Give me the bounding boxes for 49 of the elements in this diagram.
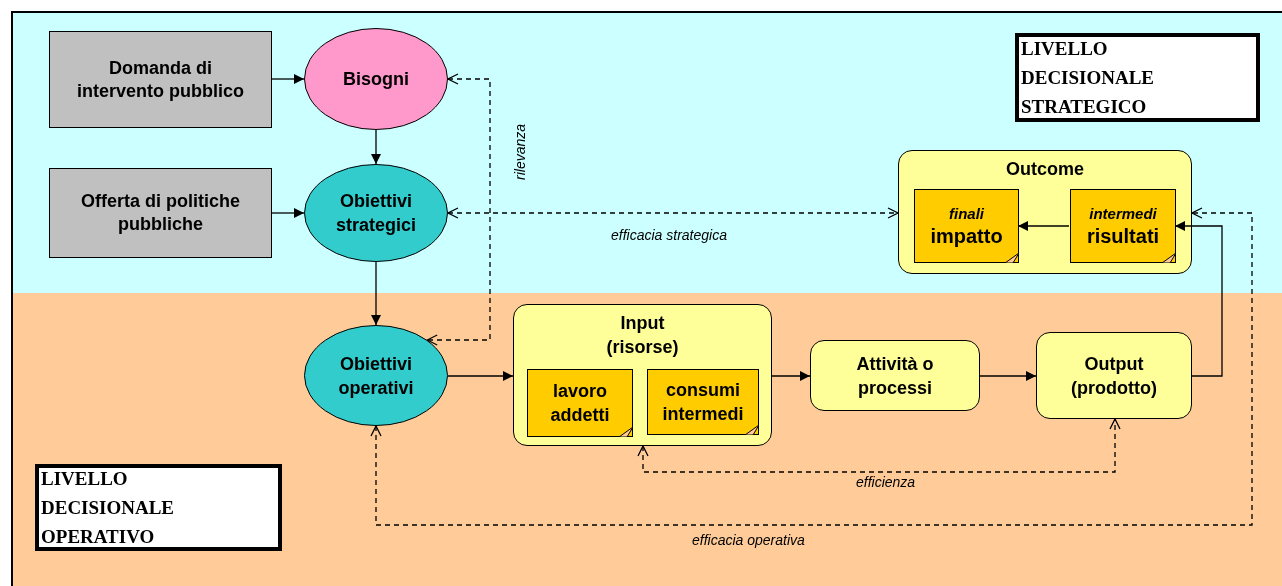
process-box [810, 340, 980, 411]
group-box [898, 150, 1192, 274]
group-title: Outcome [1006, 158, 1084, 181]
node-label: Obiettivi strategici [334, 190, 417, 237]
input-box [49, 168, 272, 258]
edge-label: efficienza [856, 474, 916, 490]
sublabel: intermedi [1089, 204, 1157, 224]
arrow [771, 371, 811, 381]
node-label: Attività o processi [855, 352, 935, 400]
node-label: Output (prodotto) [1070, 352, 1158, 400]
node-label: Obiettivi operativi [337, 352, 415, 400]
group-box [513, 304, 772, 446]
node-label: Domanda di intervento pubblico [76, 56, 245, 103]
node-label: lavoro addetti [549, 380, 611, 427]
dashed-arrow [637, 418, 1121, 473]
arrow [447, 371, 514, 381]
group-title: Input (risorse) [605, 312, 680, 359]
note-box [1070, 189, 1176, 263]
arrow [371, 129, 381, 165]
level-box [35, 464, 282, 551]
arrow [371, 261, 381, 326]
note-box [914, 189, 1019, 263]
arrow [979, 371, 1037, 381]
level-title: LIVELLO DECISIONALE STRATEGICO [1021, 37, 1156, 119]
node-label: consumi intermedi [661, 379, 745, 426]
note-box [527, 369, 633, 437]
sublabel: finali [949, 204, 984, 224]
level-box [1015, 33, 1260, 122]
note-box [647, 369, 759, 435]
process-box [1036, 332, 1192, 419]
edge-label: efficacia strategica [611, 227, 727, 243]
edge-label: efficacia operativa [692, 532, 805, 548]
dashed-arrow [370, 207, 1253, 526]
arrow [1174, 221, 1223, 377]
dashed-arrow [447, 207, 899, 219]
node-label: impatto [930, 224, 1003, 248]
arrow [271, 74, 305, 84]
level-title: LIVELLO DECISIONALE OPERATIVO [41, 467, 176, 549]
arrow [1017, 221, 1070, 231]
node-label: risultati [1086, 224, 1160, 248]
ellipse-node [304, 28, 448, 130]
input-box [49, 31, 272, 128]
ellipse-node [304, 164, 448, 262]
arrow [271, 208, 305, 218]
ellipse-node [304, 325, 448, 426]
node-label: Offerta di politiche pubbliche [80, 190, 241, 236]
edge-label: rilevanza [512, 123, 528, 180]
dashed-arrow [426, 73, 491, 346]
node-label: Bisogni [343, 68, 409, 91]
